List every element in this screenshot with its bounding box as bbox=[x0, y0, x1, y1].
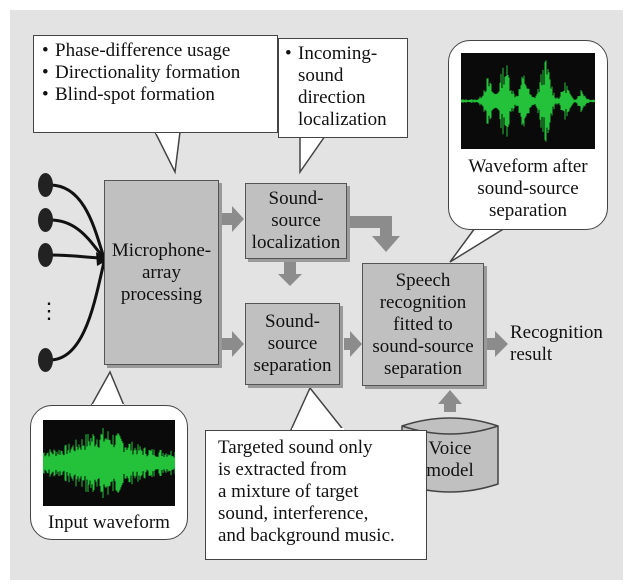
microphone-array-block: Microphone- array processing bbox=[104, 180, 219, 365]
arrow-mic-to-separation bbox=[222, 331, 244, 357]
block-line: recognition bbox=[379, 291, 467, 313]
separated-waveform-callout: Waveform after sound-source separation bbox=[448, 40, 608, 230]
targeted-line: and background music. bbox=[218, 525, 395, 546]
block-line: array bbox=[141, 261, 181, 283]
feature-item: Blind-spot formation bbox=[42, 84, 269, 106]
input-waveform-callout: Input waveform bbox=[30, 405, 188, 540]
arrow-separation-to-recognition bbox=[344, 331, 362, 357]
microphone-2 bbox=[38, 208, 53, 232]
speech-recognition-block: Speech recognition fitted to sound-sourc… bbox=[362, 263, 484, 386]
block-line: sound-source bbox=[372, 335, 474, 357]
targeted-line: sound, interference, bbox=[218, 503, 369, 524]
direction-line: Incoming- bbox=[298, 43, 378, 64]
block-line: Sound- bbox=[265, 311, 320, 332]
block-line: model bbox=[426, 460, 474, 481]
mic-wires bbox=[49, 183, 106, 362]
mic-wire-1 bbox=[49, 183, 106, 259]
tail-targeted bbox=[288, 386, 347, 433]
tail-features bbox=[153, 131, 181, 175]
block-line: source bbox=[267, 333, 318, 354]
localization-block: Sound- source localization bbox=[245, 183, 347, 259]
waveform-trace bbox=[42, 428, 176, 498]
microphone-3 bbox=[38, 243, 53, 267]
voice-model-label: Voice model bbox=[402, 438, 498, 482]
tail-direction bbox=[299, 135, 327, 175]
separated-waveform-label: Waveform after sound-source separation bbox=[468, 156, 588, 221]
features-callout: Phase-difference usage Directionality fo… bbox=[33, 35, 278, 133]
arrow-voice-to-recognition bbox=[438, 390, 462, 412]
block-line: source bbox=[271, 210, 321, 231]
microphone-1 bbox=[38, 173, 53, 197]
block-line: separation bbox=[253, 355, 332, 376]
tail-waveform-after bbox=[449, 227, 508, 263]
microphone-n bbox=[38, 348, 53, 372]
direction-callout: Incoming- sound direction localization bbox=[278, 38, 408, 138]
separation-block: Sound- source separation bbox=[245, 303, 340, 385]
arrow-mic-to-localization bbox=[222, 206, 244, 232]
feature-item: Phase-difference usage bbox=[42, 40, 269, 62]
block-line: Voice bbox=[428, 438, 472, 459]
separated-waveform-image bbox=[460, 53, 596, 149]
direction-line: localization bbox=[298, 109, 387, 130]
mic-wire-2 bbox=[49, 218, 106, 260]
waveform-trace bbox=[460, 60, 596, 142]
block-line: separation bbox=[383, 357, 463, 379]
mic-wire-arrowhead bbox=[96, 252, 108, 266]
flow-arrows bbox=[222, 206, 508, 412]
targeted-line: Targeted sound only bbox=[218, 437, 373, 458]
arrow-localization-to-recognition bbox=[348, 216, 400, 252]
result-line: result bbox=[510, 344, 553, 365]
block-line: fitted to bbox=[393, 313, 453, 335]
tail-input-waveform bbox=[88, 370, 127, 409]
arrow-recognition-to-result bbox=[487, 331, 508, 357]
block-line: Sound- bbox=[268, 188, 324, 209]
block-line: localization bbox=[251, 232, 341, 253]
block-line: processing bbox=[120, 283, 203, 305]
direction-item: Incoming- sound direction localization bbox=[285, 43, 401, 131]
mic-wire-3 bbox=[49, 253, 105, 260]
microphone-ellipsis: ⋮ bbox=[38, 298, 60, 323]
mic-wire-arrowheads bbox=[96, 252, 108, 266]
block-line: Speech bbox=[395, 269, 451, 291]
block-line: Microphone- bbox=[111, 239, 212, 261]
targeted-sound-callout: Targeted sound only is extracted from a … bbox=[205, 430, 427, 560]
targeted-line: is extracted from bbox=[218, 459, 347, 480]
input-waveform-label: Input waveform bbox=[48, 512, 170, 533]
cylinder-rim bbox=[401, 425, 499, 435]
arrow-localization-to-separation bbox=[278, 262, 302, 286]
direction-line: direction bbox=[298, 87, 366, 108]
separated-waveform-plot bbox=[460, 60, 596, 142]
mic-wire-4 bbox=[49, 261, 106, 362]
input-waveform-plot bbox=[42, 428, 176, 498]
result-line: Recognition bbox=[510, 322, 603, 343]
recognition-result-label: Recognition result bbox=[510, 322, 610, 366]
targeted-line: a mixture of target bbox=[218, 481, 359, 502]
direction-line: sound bbox=[298, 65, 344, 86]
feature-item: Directionality formation bbox=[42, 62, 269, 84]
input-waveform-image bbox=[42, 420, 176, 506]
